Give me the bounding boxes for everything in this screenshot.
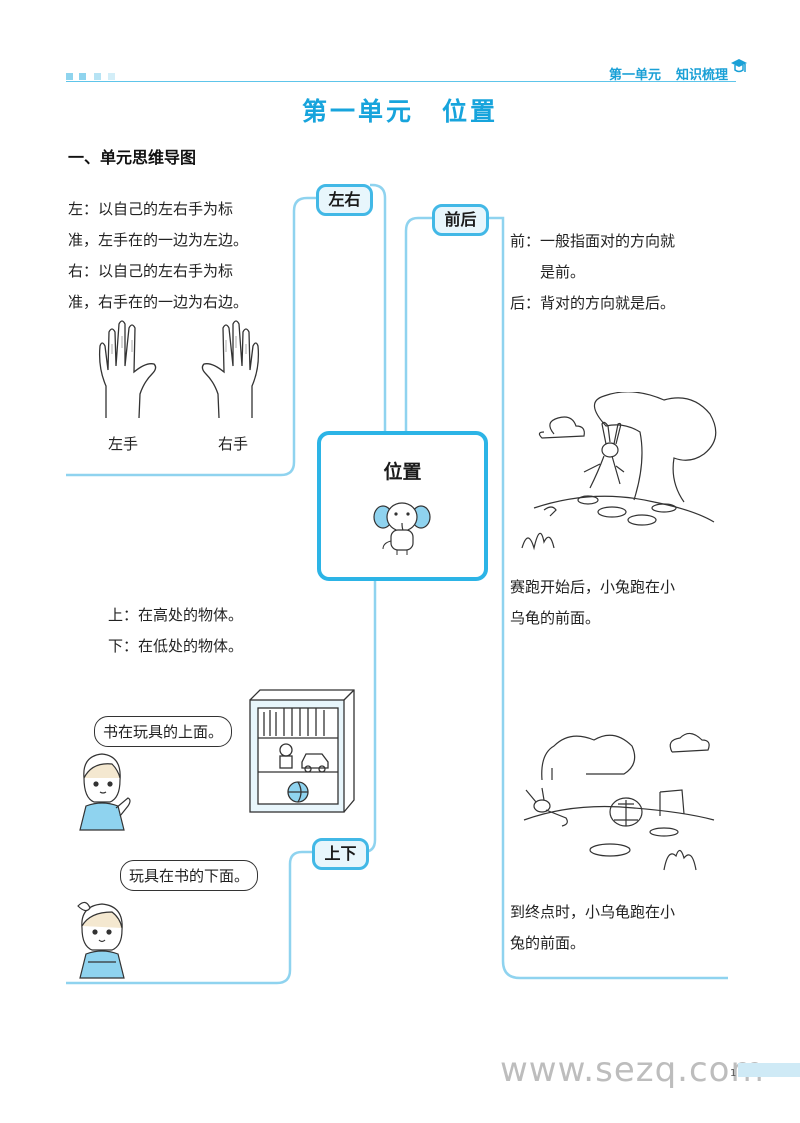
- elephant-icon: [373, 502, 431, 555]
- branch-up-down: 上下: [312, 838, 369, 870]
- page-title: 第一单元 位置: [301, 97, 498, 126]
- up-down-line-1: 上：在高处的物体。: [108, 606, 244, 624]
- header-square: [94, 73, 101, 80]
- rabbit-tortoise-finish-illustration: [523, 732, 715, 871]
- bookshelf-illustration: [249, 689, 355, 813]
- left-right-line-1: 左：以自己的左右手为标: [68, 200, 234, 218]
- left-right-line-4: 准，右手在的一边为右边。: [68, 293, 249, 311]
- header-section: 知识梳理: [676, 68, 729, 83]
- center-label: 位置: [383, 461, 422, 483]
- girl-avatar-2: [77, 901, 125, 979]
- left-hand-caption: 左手: [108, 435, 139, 453]
- right-hand-caption: 右手: [218, 435, 249, 453]
- front-back-line-3: 后：背对的方向就是后。: [510, 294, 676, 312]
- start-caption-line-2: 乌龟的前面。: [510, 609, 601, 627]
- finish-caption-line-2: 兔的前面。: [510, 934, 586, 952]
- girl-avatar-1: [79, 753, 131, 831]
- left-right-line-3: 右：以自己的左右手为标: [68, 262, 234, 280]
- watermark: www.sezq.com: [500, 1050, 765, 1090]
- right-hand-icon: [201, 320, 260, 419]
- branch-front-back: 前后: [432, 204, 489, 236]
- up-down-line-2: 下：在低处的物体。: [108, 637, 244, 655]
- speech-bubble-bottom: 玩具在书的下面。: [120, 860, 259, 891]
- front-back-line-2: 是前。: [510, 263, 586, 281]
- section-title: 一、单元思维导图: [68, 148, 197, 167]
- front-back-line-1: 前：一般指面对的方向就: [510, 232, 676, 250]
- rabbit-tortoise-start-illustration: [521, 392, 717, 551]
- header-square: [108, 73, 115, 80]
- header-unit: 第一单元: [609, 68, 662, 83]
- left-hand-icon: [98, 320, 157, 419]
- page-number: 1: [730, 1068, 737, 1079]
- header-square: [66, 73, 73, 80]
- center-node: 位置: [317, 431, 488, 581]
- header-square: [79, 73, 86, 80]
- speech-bubble-top: 书在玩具的上面。: [94, 716, 233, 747]
- header-rule: [66, 81, 736, 82]
- left-right-line-2: 准，左手在的一边为左边。: [68, 231, 249, 249]
- graduation-cap-icon: [731, 59, 747, 73]
- branch-left-right: 左右: [316, 184, 373, 216]
- finish-caption-line-1: 到终点时，小乌龟跑在小: [510, 903, 676, 921]
- page-number-bar: [738, 1063, 800, 1077]
- start-caption-line-1: 赛跑开始后，小兔跑在小: [510, 578, 676, 596]
